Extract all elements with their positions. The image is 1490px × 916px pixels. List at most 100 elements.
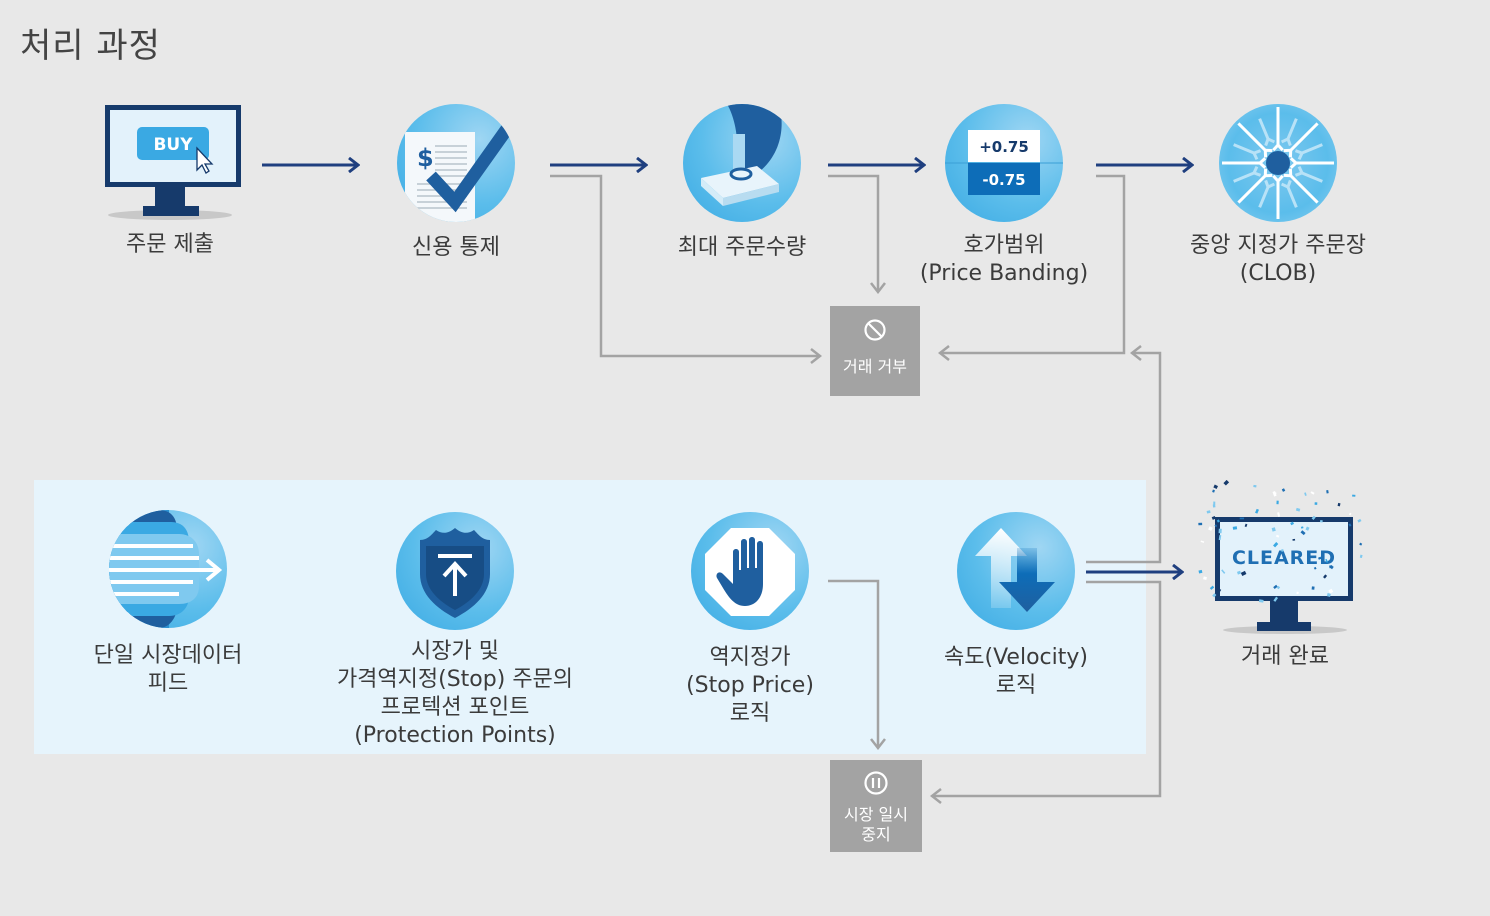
converging-arrow-shaft: [1258, 186, 1270, 208]
step-max-order-qty: 최대 주문수량: [652, 104, 832, 262]
confetti-piece: [1218, 528, 1222, 534]
confetti-piece: [1212, 504, 1216, 508]
confetti-piece: [1348, 512, 1352, 516]
confetti-piece: [1218, 535, 1222, 541]
converging-arrow-shaft: [1237, 122, 1267, 152]
trade-rejected-box: 거래 거부: [830, 306, 920, 396]
step-label-line1: 역지정가: [709, 645, 791, 670]
converging-arrow-head: [1283, 148, 1293, 158]
converging-arrow-head: [1251, 149, 1262, 161]
step-label-line2: 로직: [995, 673, 1037, 698]
step-label-line1: 시장가 및: [411, 639, 499, 664]
confetti-piece: [1232, 526, 1238, 530]
cleared-glyph: CLEARED: [1232, 547, 1336, 569]
confetti-piece: [1200, 540, 1205, 543]
confetti-piece: [1271, 527, 1276, 532]
converging-arrow-shaft: [1237, 174, 1267, 204]
shield-arrow-icon: [396, 512, 514, 630]
confetti-piece: [1273, 596, 1279, 602]
confetti-piece: [1300, 526, 1304, 529]
confetti-piece: [1304, 492, 1307, 496]
confetti-piece: [1326, 592, 1331, 597]
confetti-piece: [1292, 538, 1296, 541]
confetti-piece: [1212, 593, 1217, 598]
step-label-line1: 중앙 지정가 주문장: [1190, 233, 1366, 258]
confetti-piece: [1216, 519, 1220, 523]
converging-arrow-head: [1264, 179, 1276, 190]
converging-arrow-shaft: [1289, 122, 1319, 152]
step-label-line1: 속도(Velocity): [944, 645, 1088, 670]
pause-label-line1: 시장 일시: [844, 805, 908, 824]
svg-text:+0.75: +0.75: [979, 138, 1029, 156]
reject-path-maxqty: [828, 174, 878, 292]
confetti-piece: [1198, 522, 1203, 526]
confetti-piece: [1359, 542, 1363, 546]
converging-arrow-shaft: [1301, 143, 1323, 155]
converging-arrow-head: [1283, 168, 1293, 178]
converging-arrow-shaft: [1258, 118, 1270, 140]
step-protection-points: 시장가 및 가격역지정(Stop) 주문의 프로텍션 포인트 (Protecti…: [314, 512, 596, 750]
confetti-piece: [1214, 524, 1218, 528]
svg-text:$: $: [417, 144, 434, 172]
stop-hand-icon: [691, 512, 809, 630]
step-label: 신용 통제: [412, 235, 500, 260]
confetti-piece: [1209, 585, 1215, 590]
step-label-line2: (CLOB): [1239, 261, 1317, 286]
confetti-piece: [1213, 501, 1216, 506]
confetti-piece: [1212, 489, 1215, 493]
converging-arrow-head: [1272, 174, 1284, 184]
confetti-piece: [1359, 554, 1363, 559]
data-feed-icon: [109, 510, 227, 628]
confetti-piece: [1328, 588, 1334, 594]
order-book-center: [1266, 151, 1290, 175]
step-label-line4: (Protection Points): [354, 723, 556, 748]
confetti-piece: [1236, 570, 1242, 575]
confetti-piece: [1311, 586, 1315, 590]
reject-label: 거래 거부: [843, 357, 907, 376]
step-label-line2: (Stop Price): [686, 673, 814, 698]
converging-arrow-head: [1294, 165, 1305, 177]
step-credit-control: $ 신용 통제: [376, 104, 536, 262]
step-order-submit: BUY 주문 제출: [90, 100, 250, 259]
step-label-line2: (Price Banding): [919, 261, 1089, 286]
step-label-line1: 호가범위: [963, 233, 1045, 258]
step-label: 주문 제출: [126, 232, 214, 257]
price-band-icon: +0.75 -0.75: [945, 104, 1063, 222]
confetti-piece: [1211, 516, 1216, 520]
confetti-piece: [1213, 484, 1218, 489]
confetti-piece: [1255, 508, 1259, 514]
confetti-piece: [1275, 534, 1280, 538]
confetti-piece: [1276, 585, 1281, 590]
step-trade-cleared: CLEARED 거래 완료: [1190, 480, 1380, 671]
converging-arrow-shaft: [1233, 143, 1255, 155]
converging-arrow-head: [1289, 157, 1299, 169]
confetti-piece: [1244, 523, 1248, 528]
converging-arrow-shaft: [1233, 171, 1255, 183]
converging-arrow-head: [1280, 179, 1292, 190]
pause-icon: [864, 771, 888, 795]
confetti-piece: [1281, 488, 1286, 492]
confetti-piece: [1216, 588, 1222, 594]
converging-arrow-shaft: [1289, 174, 1319, 204]
confetti-piece: [1272, 491, 1277, 497]
step-label-line2: 피드: [147, 671, 189, 696]
step-label: 최대 주문수량: [677, 235, 807, 260]
svg-text:-0.75: -0.75: [982, 171, 1025, 189]
monitor-buy-icon: BUY: [105, 105, 241, 220]
converging-arrow-head: [1272, 142, 1284, 152]
confetti-piece: [1357, 518, 1362, 523]
converging-arrow-head: [1280, 136, 1292, 147]
confetti-piece: [1352, 494, 1356, 497]
confetti-piece: [1277, 512, 1281, 517]
confetti-piece: [1240, 570, 1247, 577]
confetti-piece: [1325, 558, 1329, 563]
step-label-line2: 가격역지정(Stop) 주문의: [336, 667, 574, 692]
confetti-piece: [1318, 556, 1322, 560]
converging-arrow-head: [1263, 148, 1273, 158]
confetti-piece: [1198, 569, 1203, 574]
converging-arrow-shaft: [1286, 186, 1298, 208]
confetti-piece: [1326, 490, 1329, 494]
market-pause-box: 시장 일시 중지: [830, 760, 922, 852]
converging-arrow-head: [1264, 136, 1276, 147]
confetti-piece: [1206, 510, 1211, 514]
